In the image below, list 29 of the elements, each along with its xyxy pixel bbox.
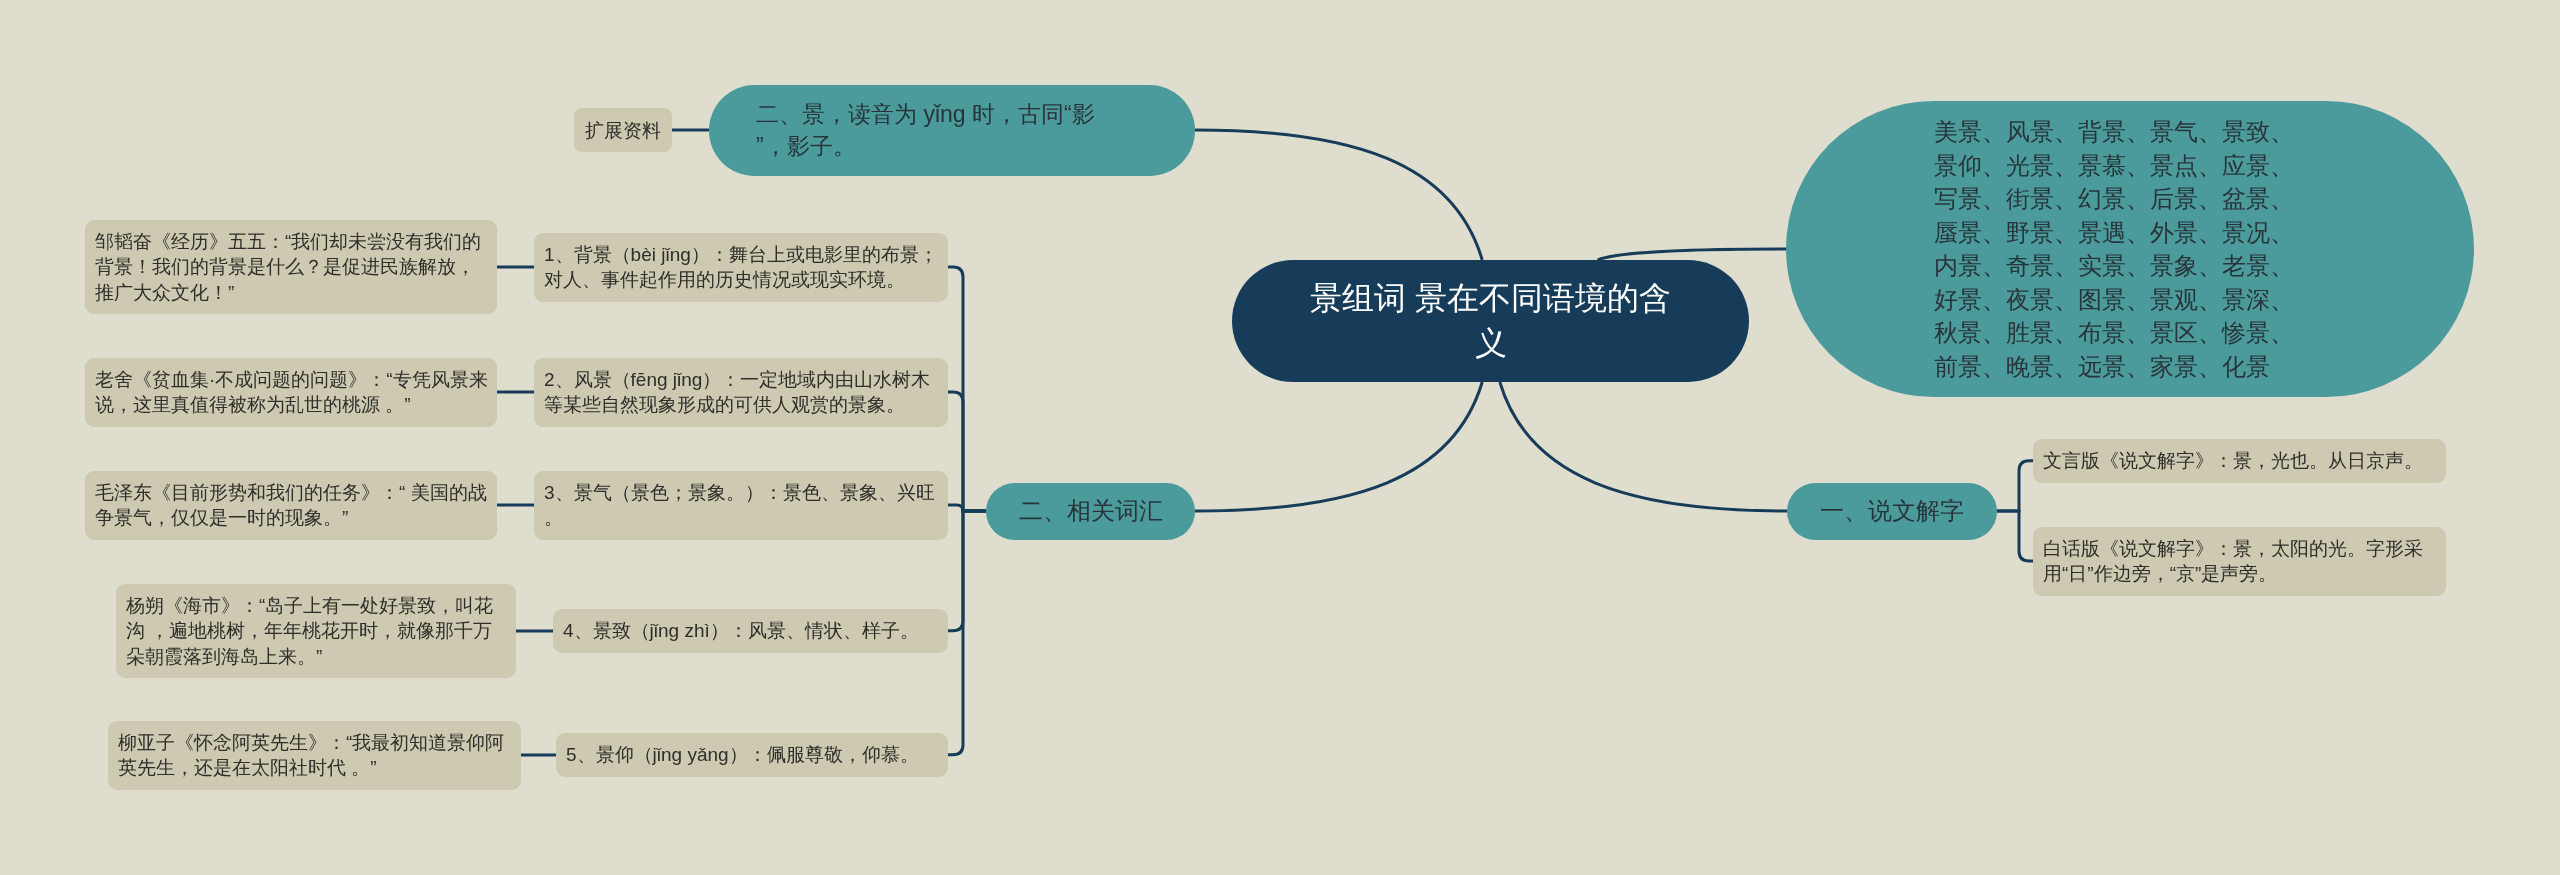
definition-card: 5、景仰（jǐng yǎng）：佩服尊敬，仰慕。 [556, 733, 948, 777]
connector-line [672, 128, 709, 132]
connector-line [497, 503, 534, 507]
connector-line [1194, 128, 1484, 261]
connector-line [497, 390, 534, 394]
connector-line [497, 265, 534, 269]
quote-card: 柳亚子《怀念阿英先生》：“我最初知道景仰阿英先生，还是在太阳社时代 。” [108, 720, 521, 790]
note-tag: 扩展资料 [574, 108, 672, 152]
branch-topic: 二、相关词汇 [986, 482, 1195, 540]
quote-card: 杨朔《海市》：“岛子上有一处好景致，叫花沟 ，遍地桃树，年年桃花开时，就像那千万朵朝霞落到海岛上来。” [116, 583, 516, 678]
quote-card: 邹韬奋《经历》五五：“我们却未尝没有我们的背景！我们的背景是什么？是促进民族解放，推广大众文化！” [85, 219, 497, 314]
central-topic: 景组词 景在不同语境的含义 [1232, 260, 1749, 382]
connector-line [1498, 381, 1788, 513]
word-list-bubble: 美景、风景、背景、景气、景致、景仰、光景、景慕、景点、应景、写景、街景、幻景、后景、盆景、蜃景、野景、景遇、外景、景况、内景、奇景、实景、景象、老景、好景、夜景、图景、景观、景深、秋景、胜景、布景、景区、惨景、前景、晚景、远景、家景、化景 [1786, 101, 2474, 397]
connector-line [516, 629, 553, 633]
connector-line [1597, 247, 1786, 262]
definition-card: 白话版《说文解字》：景，太阳的光。字形采用“日”作边旁，“京”是声旁。 [2033, 526, 2446, 596]
quote-card: 老舍《贫血集·不成问题的问题》：“专凭风景来说，这里真值得被称为乱世的桃源 。” [85, 357, 497, 427]
branch-topic: 二、景，读音为 yǐng 时，古同“影”，影子。 [709, 84, 1195, 176]
connector-line [1997, 509, 2033, 563]
definition-card: 文言版《说文解字》：景，光也。从日京声。 [2033, 439, 2446, 483]
definition-card: 3、景气（景色；景象。）：景色、景象、兴旺。 [534, 470, 948, 540]
definition-card: 2、风景（fēng jǐng）：一定地域内由山水树木等某些自然现象形成的可供人观赏的景象。 [534, 357, 948, 427]
definition-card: 4、景致（jǐng zhì）：风景、情状、样子。 [553, 609, 948, 653]
connector-line [521, 753, 556, 757]
quote-card: 毛泽东《目前形势和我们的任务》：“ 美国的战争景气，仅仅是一时的现象。” [85, 470, 497, 540]
branch-topic: 一、说文解字 [1787, 482, 1997, 540]
connector-line [1194, 381, 1484, 513]
definition-card: 1、背景（bèi jǐng）：舞台上或电影里的布景；对人、事件起作用的历史情况或现实环境。 [534, 232, 948, 302]
